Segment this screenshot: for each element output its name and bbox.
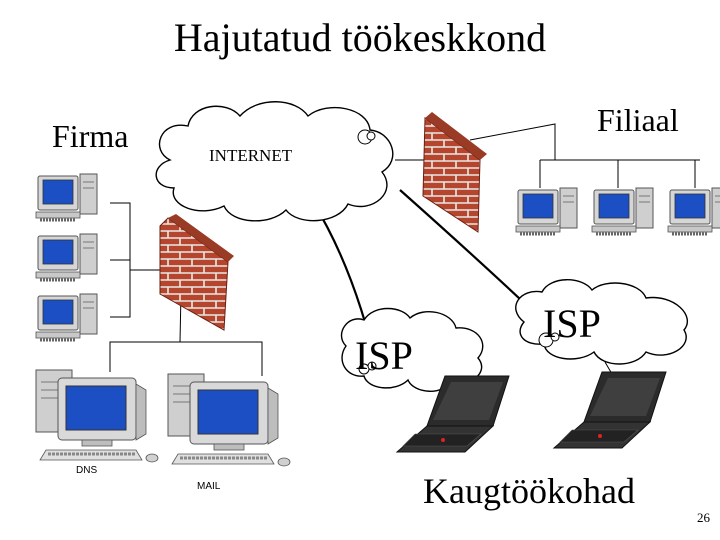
isp-label-right: ISP (543, 301, 601, 346)
internet-label: INTERNET (209, 146, 293, 165)
desktop-computer-icon (34, 232, 99, 282)
filiaal-bus-line (469, 123, 700, 188)
remote-workplaces-label: Kaugtöökohad (423, 471, 635, 511)
server-computer-icon (34, 368, 160, 464)
slide-title: Hajutatud töökeskkond (173, 15, 547, 60)
server-computer-icon (166, 372, 292, 468)
desktop-computer-icon (34, 292, 99, 342)
brick-wall-firewall-icon (159, 214, 234, 331)
cloud-icon (515, 279, 688, 365)
firma-label: Firma (52, 118, 129, 154)
isp-label-left: ISP (355, 333, 413, 378)
cloud-icon (340, 307, 484, 392)
desktop-computer-icon (514, 186, 579, 236)
desktop-computer-icon (34, 172, 99, 222)
lan-bus-line (109, 341, 263, 376)
dns-label: DNS (76, 465, 98, 476)
brick-wall-firewall-icon (422, 112, 487, 233)
cloud-icon (155, 101, 394, 222)
page-number: 26 (697, 510, 710, 525)
filiaal-label: Filiaal (597, 102, 679, 138)
desktop-computer-icon (590, 186, 655, 236)
desktop-computer-icon (666, 186, 720, 236)
mail-label: MAIL (197, 481, 221, 492)
laptop-icon (553, 371, 667, 449)
